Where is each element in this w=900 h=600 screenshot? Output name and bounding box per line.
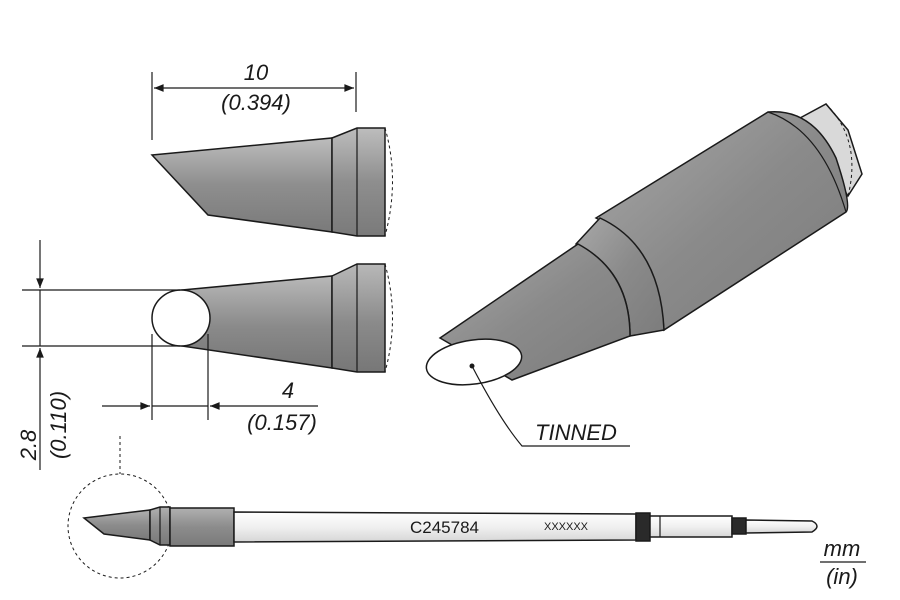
length-dimension: 10 (0.394)	[151, 60, 357, 140]
tip-face-circle	[151, 289, 211, 347]
length-in-label: (0.394)	[221, 90, 291, 115]
thickness-dimension: 2.8 (0.110)	[16, 240, 180, 470]
width-in-label: (0.157)	[247, 410, 317, 435]
side-view	[151, 263, 393, 373]
thickness-mm-label: 2.8	[16, 429, 41, 461]
tinned-label: TINNED	[535, 420, 617, 445]
unit-mm: mm	[824, 536, 861, 561]
top-view	[150, 127, 393, 237]
tinned-face	[425, 338, 523, 386]
length-mm-label: 10	[244, 60, 269, 85]
unit-in: (in)	[826, 564, 858, 589]
thickness-in-label: (0.110)	[46, 391, 71, 459]
units-legend: mm (in)	[820, 536, 866, 589]
tinned-callout: TINNED	[471, 365, 630, 447]
width-mm-label: 4	[282, 378, 294, 403]
width-dimension: 4 (0.157)	[102, 334, 318, 435]
part-number: C245784	[410, 518, 479, 537]
serial-code: XXXXXX	[544, 521, 589, 533]
full-cartridge: C245784 XXXXXX	[67, 436, 818, 579]
isometric-view	[425, 103, 863, 386]
